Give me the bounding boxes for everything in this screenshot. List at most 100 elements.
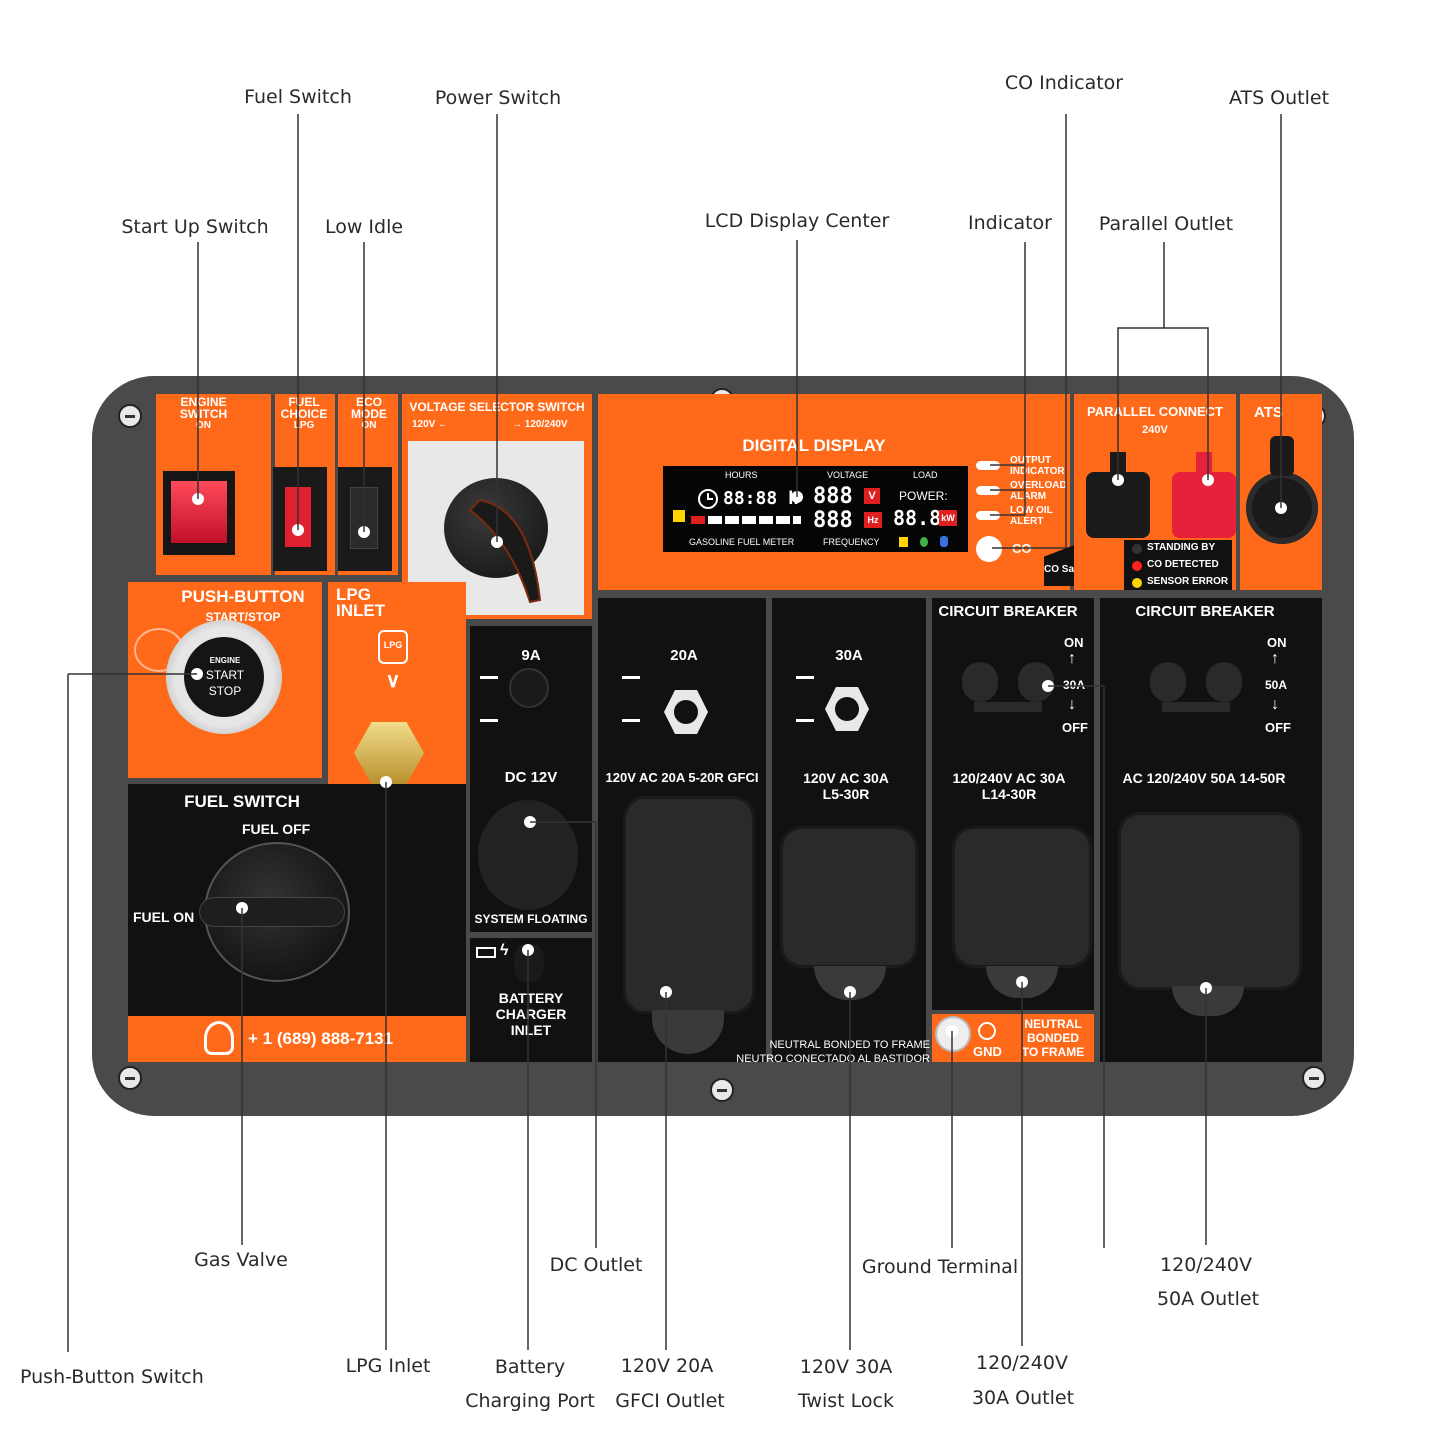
outlet-50a-breaker-toggle[interactable] bbox=[1150, 662, 1246, 718]
leader-dot bbox=[292, 524, 304, 536]
l14-cb-off: OFF bbox=[1062, 720, 1088, 735]
leader-dot bbox=[358, 526, 370, 538]
leader-dot bbox=[1016, 976, 1028, 988]
callout-gfci-line2: GFCI Outlet bbox=[615, 1390, 725, 1412]
leader-dot bbox=[380, 776, 392, 788]
push-btn-engine: ENGINE bbox=[209, 656, 241, 665]
lcd-screen: HOURS VOLTAGE LOAD 88:88 h 888 V 888 Hz … bbox=[663, 466, 968, 552]
callout-ats-outlet: ATS Outlet bbox=[1228, 87, 1330, 109]
callout-gas-valve: Gas Valve bbox=[194, 1249, 288, 1271]
amp-20a-label: 20A bbox=[670, 647, 698, 664]
outlet-50a-cb-down-arrow-icon: ↓ bbox=[1271, 696, 1279, 713]
sensor-error-led bbox=[1132, 578, 1142, 588]
system-floating-label: SYSTEM FLOATING bbox=[474, 912, 588, 926]
twist-lock-outlet-cover[interactable] bbox=[780, 826, 918, 968]
outlet-50a-circuit-breaker-title: CIRCUIT BREAKER bbox=[1135, 603, 1275, 620]
gfci-outlet-cover[interactable] bbox=[623, 796, 755, 1014]
lcd-v-unit: V bbox=[864, 488, 880, 504]
leader-dot bbox=[1202, 474, 1214, 486]
lpg-icon-label: LPG bbox=[383, 640, 403, 650]
push-btn-start: START bbox=[205, 668, 245, 682]
parallel-outlet-black-cap bbox=[1110, 452, 1126, 476]
lightning-icon: ϟ bbox=[500, 942, 509, 959]
fuel-choice-rocker[interactable] bbox=[273, 467, 327, 571]
overload-alarm-led bbox=[976, 486, 1000, 495]
gfci-outlet-label: 120V AC 20A 5-20R GFCI bbox=[605, 770, 759, 785]
fuel-type-icons bbox=[899, 534, 951, 547]
voltage-240-label: → 120/240V bbox=[512, 419, 568, 430]
overload-alarm-label: OVERLOAD ALARM bbox=[1010, 480, 1067, 502]
gas-valve-handle bbox=[200, 898, 344, 926]
fuel-meter-bar bbox=[691, 516, 801, 524]
outlet-50a-label: AC 120/240V 50A 14-50R bbox=[1122, 770, 1286, 786]
callout-indicator: Indicator bbox=[968, 212, 1052, 234]
lpg-tank-icon bbox=[378, 630, 408, 664]
callout-dc-outlet: DC Outlet bbox=[549, 1254, 643, 1276]
breaker-9a-button[interactable] bbox=[509, 668, 549, 708]
callout-twist-line1: 120V 30A bbox=[799, 1356, 893, 1378]
l14-cb-on: ON bbox=[1064, 635, 1084, 650]
lcd-hours-value: 88:88 h bbox=[723, 488, 799, 509]
callout-twist-line2: Twist Lock bbox=[798, 1390, 894, 1412]
clock-icon bbox=[698, 489, 718, 509]
callout-power-switch: Power Switch bbox=[434, 87, 562, 109]
co-detected-label: CO DETECTED bbox=[1147, 559, 1219, 570]
ats-outlet-cap bbox=[1270, 436, 1294, 476]
lcd-frequency-label: FREQUENCY bbox=[823, 537, 880, 547]
lcd-frequency-value: 888 bbox=[813, 508, 853, 533]
l14-cb-up-arrow-icon: ↑ bbox=[1068, 650, 1076, 667]
outlet-50a-cb-50a: 50A bbox=[1265, 678, 1288, 692]
screw-icon bbox=[1302, 1066, 1326, 1090]
callout-30a-outlet-line1: 120/240V bbox=[976, 1352, 1068, 1374]
l14-circuit-breaker-title: CIRCUIT BREAKER bbox=[938, 603, 1078, 620]
engine-rocker-switch[interactable] bbox=[163, 471, 235, 555]
push-button-title: PUSH-BUTTON bbox=[181, 587, 305, 606]
leader-dot bbox=[1042, 680, 1054, 692]
leader-dot bbox=[236, 902, 248, 914]
output-indicator-led bbox=[976, 461, 1000, 470]
outlet-50a-cover[interactable] bbox=[1118, 812, 1302, 990]
co-indicator-led bbox=[976, 536, 1002, 562]
screw-icon bbox=[118, 404, 142, 428]
amp-30a-label: 30A bbox=[835, 647, 863, 664]
l14-breaker-toggle[interactable] bbox=[962, 662, 1058, 718]
lcd-power-label: POWER: bbox=[899, 489, 948, 503]
l14-cb-30a: 30A bbox=[1063, 678, 1086, 692]
callout-fuel-switch: Fuel Switch bbox=[244, 86, 352, 108]
start-stop-label: START/STOP bbox=[205, 610, 281, 624]
l14-cb-down-arrow-icon: ↓ bbox=[1068, 696, 1076, 713]
fuel-gauge-icon bbox=[673, 510, 685, 522]
push-btn-stop: STOP bbox=[208, 684, 242, 698]
callout-ground-terminal: Ground Terminal bbox=[861, 1256, 1019, 1278]
standing-by-label: STANDING BY bbox=[1147, 542, 1216, 553]
l14-outlet-cover[interactable] bbox=[952, 826, 1092, 968]
output-indicator-label: OUTPUT INDICATOR bbox=[1010, 455, 1065, 477]
lcd-kw-unit: kW bbox=[939, 510, 957, 526]
leader-dot bbox=[524, 816, 536, 828]
lcd-voltage-label: VOLTAGE bbox=[827, 470, 869, 480]
parallel-connect-label: PARALLEL CONNECT bbox=[1086, 404, 1224, 419]
ground-terminal[interactable] bbox=[935, 1016, 971, 1052]
outlet-50a-cb-off: OFF bbox=[1265, 720, 1291, 735]
callout-start-up-switch: Start Up Switch bbox=[121, 216, 269, 238]
eco-mode-rocker[interactable] bbox=[338, 467, 392, 571]
fuel-on-label: FUEL ON bbox=[133, 909, 195, 925]
screw-icon bbox=[710, 1078, 734, 1102]
fuel-off-label: FUEL OFF bbox=[242, 821, 311, 837]
callout-parallel-outlet: Parallel Outlet bbox=[1098, 213, 1234, 235]
callout-30a-outlet-line2: 30A Outlet bbox=[971, 1387, 1075, 1409]
lcd-hours-label: HOURS bbox=[725, 470, 758, 480]
leader-dot bbox=[522, 944, 534, 956]
support-phone[interactable]: + 1 (689) 888-7131 bbox=[248, 1029, 394, 1048]
callout-gfci-line1: 120V 20A bbox=[620, 1355, 714, 1377]
co-indicator-label: CO bbox=[1012, 541, 1032, 556]
lcd-hz-unit: Hz bbox=[864, 512, 882, 528]
